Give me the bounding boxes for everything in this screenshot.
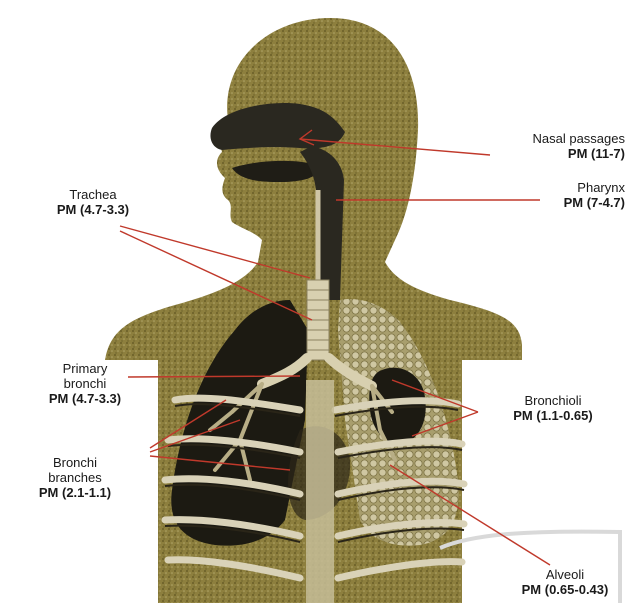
alveoli-pm: PM (0.65-0.43) <box>500 582 630 597</box>
bronchi-name-1: Bronchi <box>10 455 140 470</box>
nasal-name: Nasal passages <box>455 131 625 146</box>
trachea-name: Trachea <box>28 187 158 202</box>
nasal-pm: PM (11-7) <box>455 146 625 161</box>
label-primary-bronchi: Primary bronchi PM (4.7-3.3) <box>20 361 150 406</box>
primary-name-2: bronchi <box>20 376 150 391</box>
label-nasal-passages: Nasal passages PM (11-7) <box>455 131 625 161</box>
bronchioli-pm: PM (1.1-0.65) <box>478 408 628 423</box>
pharynx-pm: PM (7-4.7) <box>470 195 625 210</box>
label-trachea: Trachea PM (4.7-3.3) <box>28 187 158 217</box>
label-pharynx: Pharynx PM (7-4.7) <box>470 180 625 210</box>
alveoli-name: Alveoli <box>500 567 630 582</box>
bronchioli-name: Bronchioli <box>478 393 628 408</box>
trachea-pm: PM (4.7-3.3) <box>28 202 158 217</box>
bronchi-pm: PM (2.1-1.1) <box>10 485 140 500</box>
primary-name-1: Primary <box>20 361 150 376</box>
primary-pm: PM (4.7-3.3) <box>20 391 150 406</box>
label-alveoli: Alveoli PM (0.65-0.43) <box>500 567 630 597</box>
label-bronchioli: Bronchioli PM (1.1-0.65) <box>478 393 628 423</box>
pharynx-name: Pharynx <box>470 180 625 195</box>
spine <box>306 380 334 603</box>
bronchi-name-2: branches <box>10 470 140 485</box>
label-bronchi-branches: Bronchi branches PM (2.1-1.1) <box>10 455 140 500</box>
